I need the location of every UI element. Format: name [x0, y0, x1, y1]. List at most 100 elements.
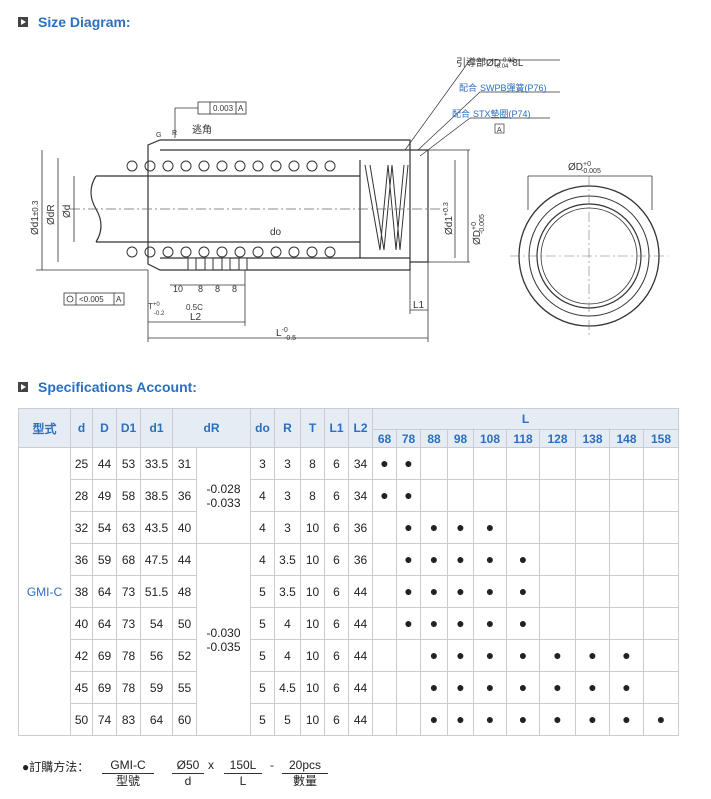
col-L1: L1	[324, 408, 349, 448]
order-model: GMI-C 型號	[102, 758, 154, 789]
cell-do: 5	[250, 575, 275, 608]
length-availability-cell	[372, 703, 397, 736]
available-dot-icon: ●	[656, 711, 666, 727]
available-dot-icon: ●	[518, 583, 528, 599]
length-availability-cell: ●	[420, 671, 448, 704]
col-length-108: 108	[473, 429, 507, 448]
cell-R: 3.5	[274, 543, 301, 576]
length-availability-cell	[575, 479, 610, 512]
available-dot-icon: ●	[518, 647, 528, 663]
available-dot-icon: ●	[456, 551, 465, 567]
perp-tol-value: 0.003	[213, 104, 234, 113]
length-availability-cell: ●	[420, 639, 448, 672]
cell-do: 3	[250, 447, 275, 480]
cell-T: 10	[300, 543, 325, 576]
available-dot-icon: ●	[485, 551, 495, 567]
ball-bearing-icon	[216, 246, 228, 258]
escape-label: 逃角	[192, 123, 212, 136]
cell-T: 10	[300, 671, 325, 704]
t-label: T+0	[148, 302, 160, 311]
datum-a-right: A	[497, 127, 502, 134]
col-d: d	[70, 408, 93, 448]
dr-tolerance-cell: -0.030-0.035	[196, 543, 251, 736]
cell-do: 5	[250, 703, 275, 736]
ball-bearing-icon	[198, 246, 210, 258]
length-availability-cell: ●	[506, 607, 540, 640]
dim-8c: 8	[232, 284, 237, 294]
spec-heading: Specifications Account:	[18, 379, 197, 395]
cell-do: 5	[250, 607, 275, 640]
ball-bearing-icon	[324, 160, 336, 172]
length-availability-cell: ●	[420, 575, 448, 608]
length-availability-cell	[643, 447, 679, 480]
col-L: L	[372, 408, 679, 430]
col-T: T	[300, 408, 325, 448]
col-length-88: 88	[420, 429, 448, 448]
length-availability-cell	[539, 511, 576, 544]
ball-bearing-icon	[252, 160, 264, 172]
dr-tolerance-value: -0.028	[206, 481, 241, 496]
model-cell: GMI-C	[18, 447, 71, 736]
cell-dR: 44	[172, 543, 197, 576]
size-diagram-drawing: Ød1±0.3 ØdR Ød 0.003 A G R 逃角 <0.005 A d…	[30, 56, 668, 342]
cell-D1: 73	[116, 575, 141, 608]
length-availability-cell	[506, 479, 540, 512]
ball-bearing-icon	[288, 160, 300, 172]
cell-D1: 53	[116, 447, 141, 480]
length-availability-cell: ●	[473, 511, 507, 544]
length-availability-cell	[506, 447, 540, 480]
available-dot-icon: ●	[429, 519, 439, 535]
ball-bearing-icon	[144, 160, 156, 172]
cell-L2: 44	[348, 639, 373, 672]
length-availability-cell: ●	[506, 543, 540, 576]
length-availability-cell	[473, 479, 507, 512]
length-availability-cell	[643, 575, 679, 608]
length-availability-cell	[643, 671, 679, 704]
length-availability-cell: ●	[575, 671, 610, 704]
length-availability-cell: ●	[420, 543, 448, 576]
available-dot-icon: ●	[588, 711, 597, 727]
cell-do: 4	[250, 543, 275, 576]
available-dot-icon: ●	[456, 519, 465, 535]
length-availability-cell	[447, 479, 474, 512]
cell-d1: 56	[140, 639, 173, 672]
cell-d1: 64	[140, 703, 173, 736]
order-model-caption: 型號	[115, 774, 140, 788]
cell-T: 10	[300, 575, 325, 608]
available-dot-icon: ●	[456, 583, 465, 599]
dr-tolerance-value: -0.033	[206, 495, 241, 510]
ball-bearing-icon	[180, 160, 192, 172]
cell-d: 50	[70, 703, 93, 736]
length-availability-cell: ●	[539, 639, 576, 672]
cell-d: 38	[70, 575, 93, 608]
available-dot-icon: ●	[588, 647, 597, 663]
order-length: 150L L	[224, 758, 262, 789]
available-dot-icon: ●	[404, 519, 413, 535]
length-availability-cell: ●	[447, 511, 474, 544]
dr-tolerance-value: -0.035	[206, 639, 241, 654]
available-dot-icon: ●	[456, 647, 465, 663]
cell-L2: 36	[348, 511, 373, 544]
cell-L2: 36	[348, 543, 373, 576]
length-availability-cell: ●	[396, 543, 421, 576]
length-availability-cell: ●	[396, 447, 421, 480]
length-availability-cell	[575, 447, 610, 480]
available-dot-icon: ●	[429, 679, 439, 695]
cell-T: 8	[300, 479, 325, 512]
cell-d: 32	[70, 511, 93, 544]
ball-bearing-icon	[252, 246, 264, 258]
ball-bearing-icon	[216, 160, 228, 172]
length-availability-cell	[609, 447, 644, 480]
cell-T: 10	[300, 703, 325, 736]
available-dot-icon: ●	[485, 679, 495, 695]
cell-L2: 44	[348, 703, 373, 736]
available-dot-icon: ●	[429, 551, 439, 567]
spec-title: Specifications Account:	[38, 379, 197, 395]
available-dot-icon: ●	[404, 615, 413, 631]
col-do: do	[250, 408, 275, 448]
available-dot-icon: ●	[404, 455, 413, 471]
